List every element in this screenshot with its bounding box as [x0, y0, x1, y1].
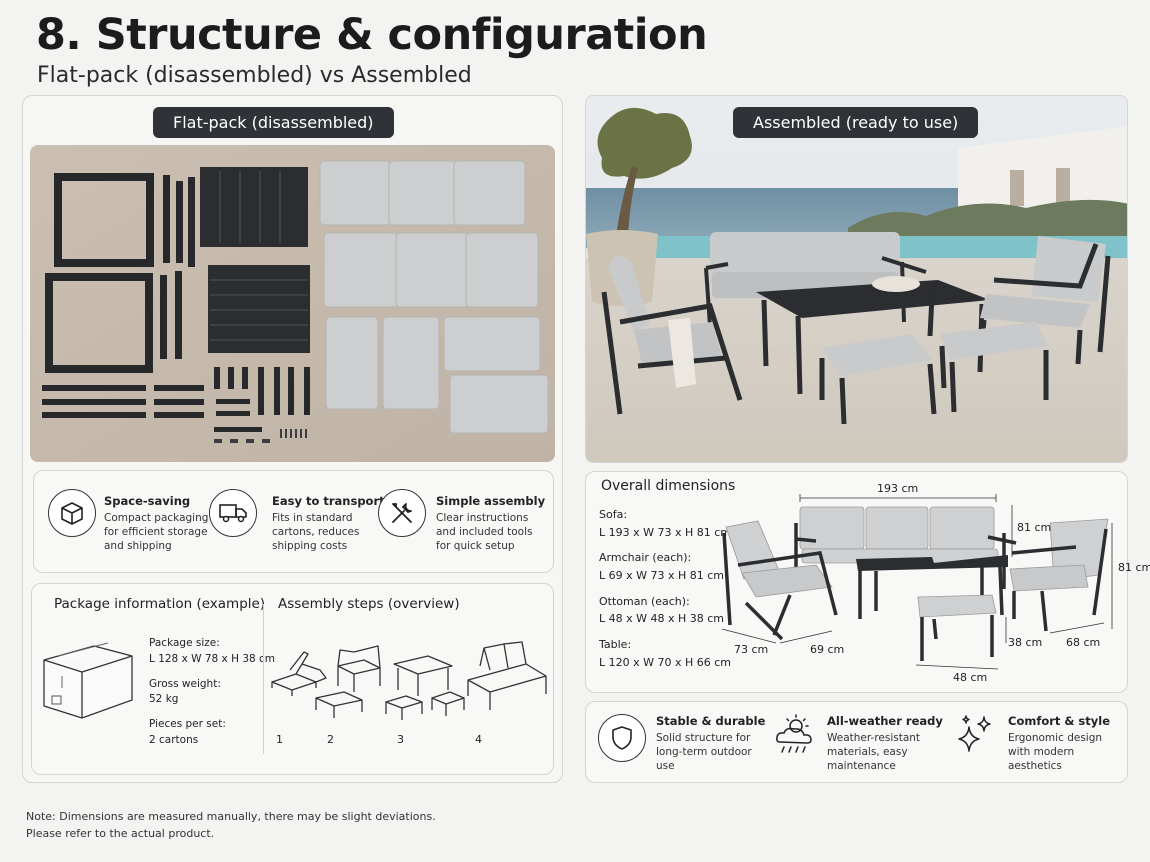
feature-title: Simple assembly — [436, 494, 546, 508]
callout-chair-height: 81 cm — [1118, 561, 1150, 574]
assembly-step-1: 1 — [276, 733, 283, 746]
footer-note-line2: Please refer to the actual product. — [26, 827, 215, 840]
dim-table-value: L 120 x W 70 x H 66 cm — [599, 656, 732, 669]
section-divider — [263, 604, 264, 754]
dim-table-label: Table: — [599, 638, 632, 651]
dim-armchair-value: L 69 x W 73 x H 81 cm — [599, 569, 725, 582]
truck-icon — [209, 489, 257, 537]
assembled-photo — [585, 95, 1128, 463]
dim-ottoman-value: L 48 x W 48 x H 38 cm — [599, 612, 725, 625]
feature-title: All-weather ready — [827, 714, 943, 728]
assembly-heading: Assembly steps (overview) — [278, 596, 460, 612]
callout-right-chair-width: 68 cm — [1066, 636, 1101, 649]
flatpack-photo — [30, 145, 555, 462]
assembled-pill: Assembled (ready to use) — [733, 107, 979, 138]
feature-title: Comfort & style — [1008, 714, 1111, 728]
gross-weight-label: Gross weight: — [149, 678, 221, 690]
gross-weight-value: 52 kg — [149, 693, 179, 705]
dim-ottoman-label: Ottoman (each): — [599, 595, 690, 608]
flatpack-features-box — [33, 470, 554, 573]
flatpack-pill: Flat-pack (disassembled) — [153, 107, 394, 138]
feature-title: Stable & durable — [656, 714, 766, 728]
dimension-diagram — [721, 494, 1113, 670]
shield-icon — [598, 714, 646, 762]
dim-sofa-value: L 193 x W 73 x H 81 cm — [599, 526, 732, 539]
callout-ottoman-width: 48 cm — [953, 671, 988, 684]
dimensions-heading: Overall dimensions — [601, 478, 736, 494]
callout-ottoman-height: 38 cm — [1008, 636, 1043, 649]
assembly-step-3: 3 — [397, 733, 404, 746]
pieces-label: Pieces per set: — [149, 718, 226, 730]
package-heading: Package information (example) — [54, 596, 266, 612]
page-subtitle: Flat-pack (disassembled) vs Assembled — [37, 63, 472, 88]
patio-scene-illustration — [586, 96, 1127, 462]
callout-chair-width: 69 cm — [810, 643, 845, 656]
package-box-icon — [43, 642, 133, 719]
feature-title: Space-saving — [104, 494, 191, 508]
tools-icon — [378, 489, 426, 537]
page-title: 8. Structure & configuration — [36, 10, 708, 60]
box-icon — [48, 489, 96, 537]
pieces-value: 2 cartons — [149, 734, 199, 746]
footer-note-line1: Note: Dimensions are measured manually, … — [26, 810, 436, 823]
assembly-step-2: 2 — [327, 733, 334, 746]
weather-icon — [776, 714, 812, 753]
assembly-steps-illustration — [271, 641, 547, 720]
sparkle-icon — [958, 715, 991, 752]
dim-armchair-label: Armchair (each): — [599, 551, 692, 564]
package-size-label: Package size: — [149, 637, 220, 649]
callout-chair-depth: 73 cm — [734, 643, 769, 656]
assembly-step-4: 4 — [475, 733, 482, 746]
package-size-value: L 128 x W 78 x H 38 cm — [149, 653, 276, 665]
dim-sofa-label: Sofa: — [599, 508, 628, 521]
callout-sofa-width: 193 cm — [877, 482, 919, 495]
flatpack-parts-illustration — [30, 145, 555, 462]
callout-sofa-height: 81 cm — [1017, 521, 1052, 534]
assembled-features-box — [585, 701, 1128, 783]
feature-title: Easy to transport — [272, 494, 385, 508]
